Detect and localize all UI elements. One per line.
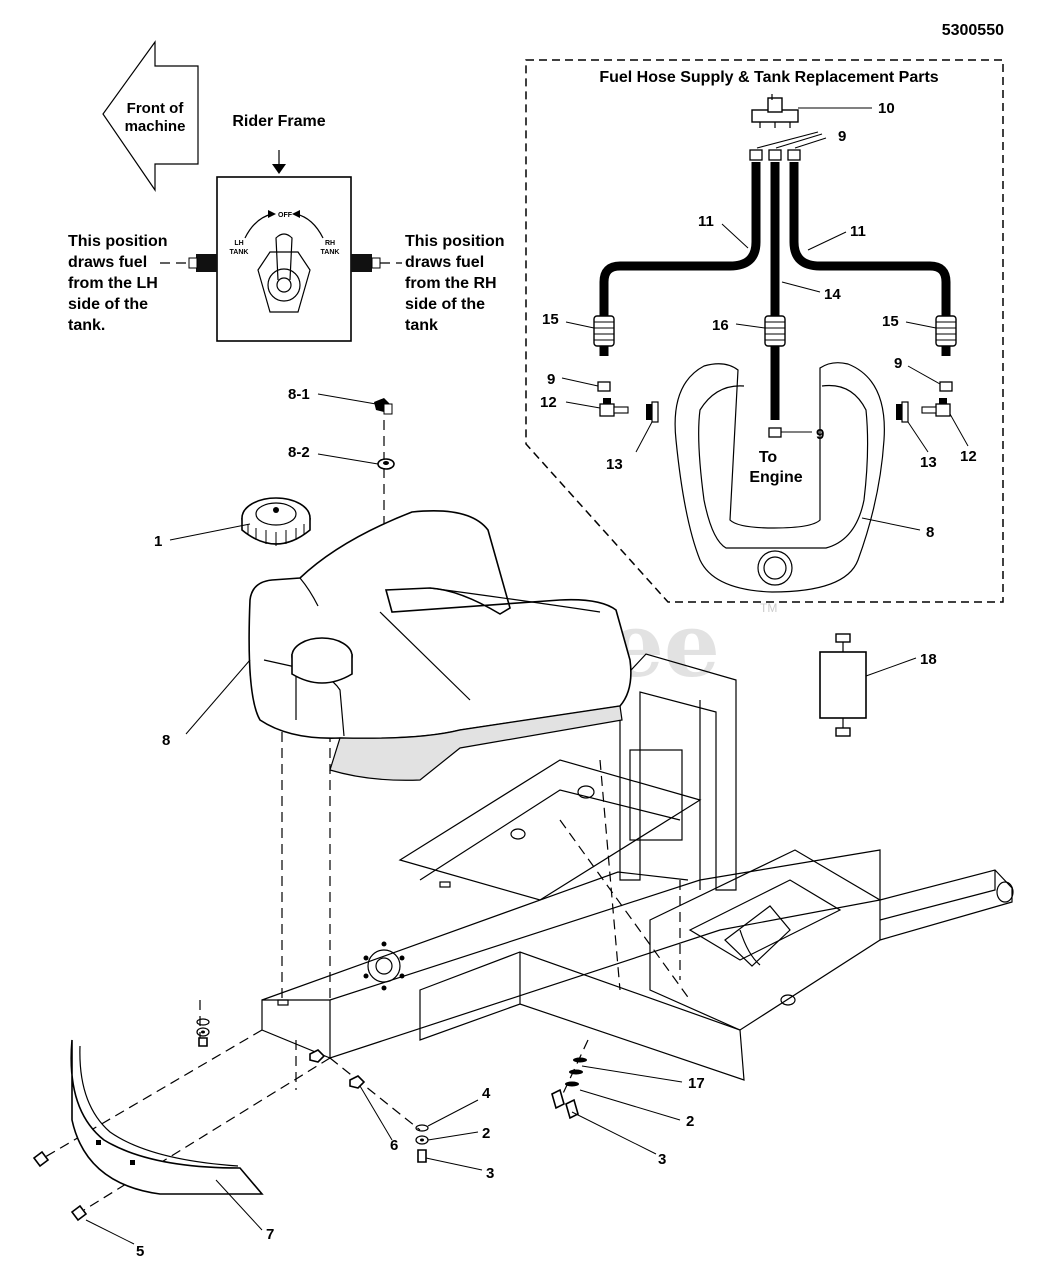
callout-15: 15 — [542, 311, 559, 328]
callout-11: 11 — [698, 213, 714, 230]
hardware-icon — [32, 1018, 587, 1222]
fuel-hose-icon — [599, 162, 951, 420]
callout-13: 13 — [920, 454, 937, 471]
to-engine-label-1: To — [759, 449, 778, 466]
bumper-icon — [70, 1039, 264, 1195]
fuel-valve-icon — [160, 176, 402, 342]
callout-3: 3 — [486, 1165, 494, 1182]
note-right-line: from the RH — [405, 275, 497, 292]
note-left-line: draws fuel — [68, 254, 147, 271]
callout-17: 17 — [688, 1075, 705, 1092]
fuel-filter-icon — [819, 633, 867, 737]
main-leaders — [85, 393, 917, 1245]
fuel-cap-icon — [241, 497, 311, 546]
to-engine-label-2: Engine — [749, 469, 802, 486]
grommet-icon — [646, 401, 909, 423]
fuel-tank-icon — [674, 362, 885, 593]
valve-lh-tank-label: TANK — [230, 249, 249, 256]
callout-12: 12 — [960, 448, 977, 465]
note-left-line: tank. — [68, 317, 105, 334]
callout-9: 9 — [547, 371, 555, 388]
elbow-fitting-icon — [599, 398, 951, 417]
callout-9: 9 — [894, 355, 902, 372]
note-left-line: This position — [68, 233, 168, 250]
callout-5: 5 — [136, 1243, 144, 1260]
front-arrow-line1: Front of — [127, 100, 185, 117]
front-arrow-icon — [102, 40, 199, 192]
callout-14: 14 — [824, 286, 841, 303]
callout-4: 4 — [482, 1085, 491, 1102]
main-fuel-tank-icon — [248, 510, 632, 781]
callout-15: 15 — [882, 313, 899, 330]
vent-fitting-icon — [374, 398, 393, 415]
rider-frame-arrow-icon — [272, 150, 286, 174]
valve-off-label: OFF — [278, 212, 293, 219]
assembly-lines — [39, 420, 691, 1211]
note-right-line: tank — [405, 317, 438, 334]
callout-12: 12 — [540, 394, 557, 411]
diagram-id: 5300550 — [942, 22, 1004, 39]
callout-8: 8 — [162, 732, 170, 749]
callout-8: 8 — [926, 524, 934, 541]
note-right: This position draws fuel from the RH sid… — [405, 233, 505, 334]
callout-2: 2 — [686, 1113, 694, 1130]
note-left: This position draws fuel from the LH sid… — [68, 233, 168, 334]
note-right-line: This position — [405, 233, 505, 250]
callout-2: 2 — [482, 1125, 490, 1142]
callout-8-1: 8-1 — [288, 386, 310, 403]
note-right-line: side of the — [405, 296, 485, 313]
callout-9: 9 — [838, 128, 846, 145]
hose-filter-icon — [593, 315, 957, 347]
note-left-line: side of the — [68, 296, 148, 313]
grommet-main-icon — [377, 458, 395, 470]
frame-icon — [261, 653, 1014, 1081]
callout-8-2: 8-2 — [288, 444, 310, 461]
callout-6: 6 — [390, 1137, 398, 1154]
valve-rh-tank-label: TANK — [321, 249, 340, 256]
note-left-line: from the LH — [68, 275, 158, 292]
callout-10: 10 — [878, 100, 895, 117]
valve-lh-label: LH — [234, 240, 243, 247]
callout-1: 1 — [154, 533, 162, 550]
callout-9: 9 — [816, 426, 824, 443]
callout-11: 11 — [850, 223, 866, 240]
callout-3: 3 — [658, 1151, 666, 1168]
rider-frame-title: Rider Frame — [232, 113, 325, 130]
valve-rh-label: RH — [325, 240, 335, 247]
callout-13: 13 — [606, 456, 623, 473]
hose-clamp-icon — [597, 149, 953, 438]
callout-16: 16 — [712, 317, 729, 334]
note-right-line: draws fuel — [405, 254, 484, 271]
shutoff-valve-icon — [751, 94, 799, 128]
callout-7: 7 — [266, 1226, 274, 1243]
inset-border — [525, 59, 1004, 603]
watermark-tm: TM — [760, 601, 777, 615]
inset-title: Fuel Hose Supply & Tank Replacement Part… — [599, 69, 938, 86]
callout-18: 18 — [920, 651, 937, 668]
inset-leaders — [561, 107, 969, 531]
front-arrow-line2: machine — [125, 118, 186, 135]
